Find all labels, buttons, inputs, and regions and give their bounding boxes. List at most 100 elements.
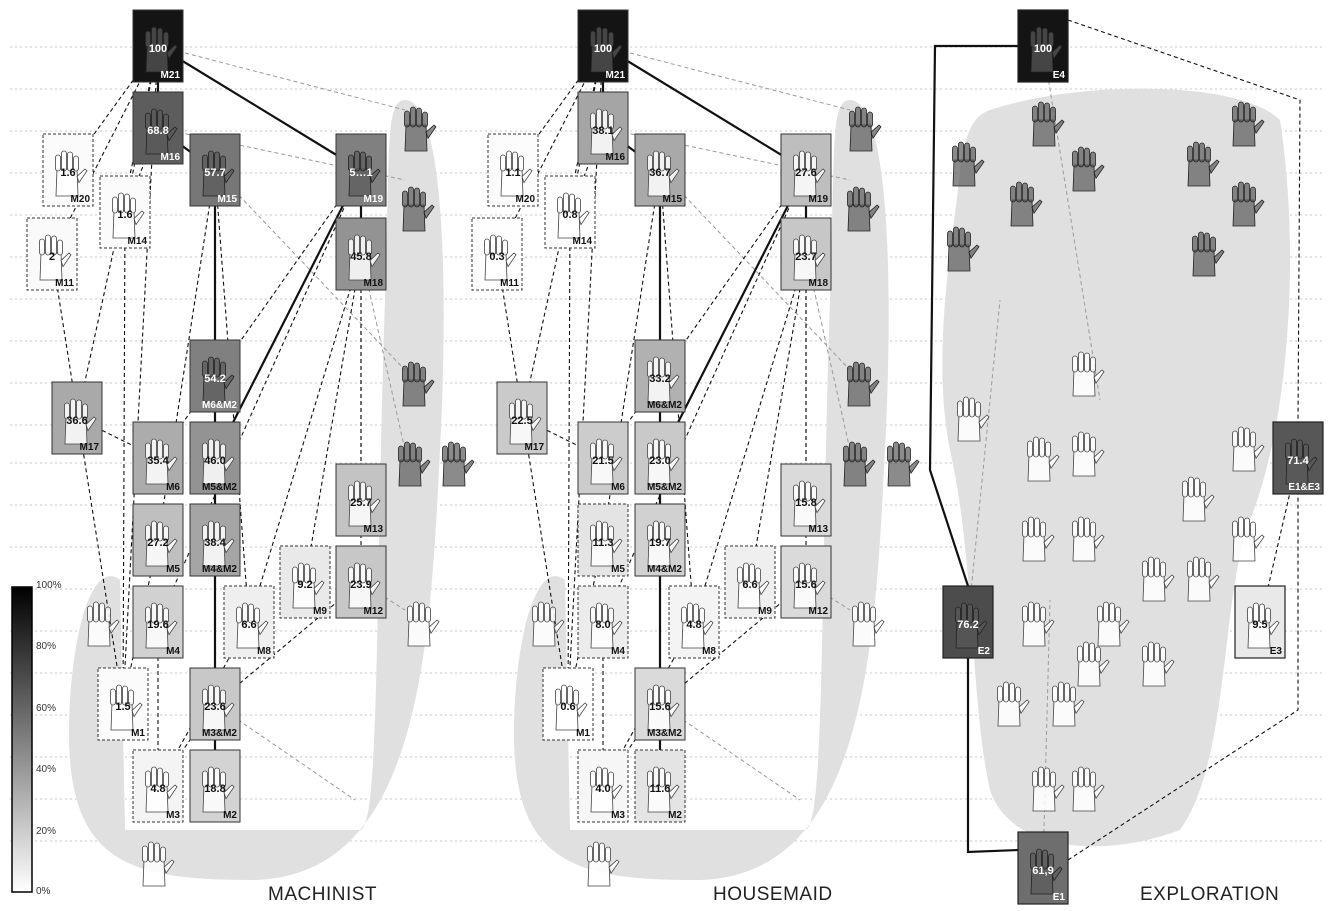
hand-icon <box>145 602 178 649</box>
hand-icon <box>849 106 882 152</box>
node-value: 19.6 <box>147 619 168 631</box>
hand-icon <box>590 108 623 155</box>
node-value: 33.2 <box>649 373 670 385</box>
hand-icon <box>55 150 88 197</box>
node-value: 2 <box>49 251 55 263</box>
node-e1e3: 71.4E1&E3 <box>1272 421 1324 495</box>
node-value: 1.6 <box>60 167 75 179</box>
hand-icon <box>957 396 990 442</box>
node-value: 23.7 <box>795 251 816 263</box>
node-value: 76.2 <box>957 619 978 631</box>
hand-icon <box>1247 602 1280 649</box>
node-value: 36.7 <box>649 167 670 179</box>
node-m6: 21.5M6 <box>577 421 629 495</box>
node-value: 61,9 <box>1032 865 1053 877</box>
hand-icon <box>348 562 381 609</box>
hand-icon <box>997 681 1030 727</box>
hand-icon <box>847 361 880 407</box>
hand-icon <box>647 520 680 567</box>
node-label: M1 <box>131 728 145 739</box>
node-e3: 9.5E3 <box>1234 585 1286 659</box>
node-label: M4&M2 <box>202 564 237 575</box>
node-value: 46.0 <box>204 455 225 467</box>
hand-icon <box>1030 26 1063 73</box>
hand-icon <box>145 438 178 485</box>
dashed-connector <box>602 169 807 623</box>
node-value: 21.5 <box>592 455 613 467</box>
nodes: 100M2138.1M1636.7M1527.6M1923.7M181.1M20… <box>471 9 832 823</box>
dashed-connector <box>157 169 362 459</box>
node-m1: 0.6M1 <box>542 667 594 741</box>
hand-icon <box>793 234 826 281</box>
hand-icon <box>202 766 235 813</box>
node-value: 4.0 <box>595 783 610 795</box>
hand-icon <box>1192 231 1225 277</box>
node-label: M8 <box>257 646 271 657</box>
hand-icon <box>1052 681 1085 727</box>
node-value: 25.7 <box>350 497 371 509</box>
node-value: 6.6 <box>742 579 757 591</box>
node-label: M13 <box>364 524 384 535</box>
node-label: M17 <box>525 442 545 453</box>
hand-icon <box>587 841 620 887</box>
hand-icon <box>647 356 680 403</box>
hand-icon <box>955 602 988 649</box>
node-label: M5 <box>166 564 180 575</box>
node-label: M14 <box>573 236 593 247</box>
node-label: M9 <box>313 606 327 617</box>
dashed-connector <box>602 169 807 459</box>
node-value: 11.6 <box>650 783 671 795</box>
solid-connector <box>966 622 1019 854</box>
light-connector <box>967 299 1001 623</box>
node-m5m2: 46.0M5&M2 <box>189 421 241 495</box>
hand-icon <box>1232 181 1265 227</box>
node-label: M5&M2 <box>647 482 682 493</box>
node-label: M16 <box>161 152 181 163</box>
node-label: E2 <box>978 646 991 657</box>
node-label: M21 <box>161 70 181 81</box>
node-m4m2: 19.7M4&M2 <box>634 503 686 577</box>
node-value: 71.4 <box>1287 455 1309 467</box>
background-bands <box>68 88 1290 880</box>
hand-icon <box>145 26 178 73</box>
hand-icon <box>557 192 590 239</box>
dashed-connector <box>248 253 362 623</box>
nodes: 100M2168.8M1657.7M155…1M1945.8M181.6M201… <box>26 9 387 823</box>
node-label: M8 <box>702 646 716 657</box>
hand-icon <box>1285 438 1318 485</box>
node-label: M21 <box>606 70 626 81</box>
node-m8: 6.6M8 <box>223 585 275 659</box>
panel-housemaid: 100M2138.1M1636.7M1527.6M1923.7M181.1M20… <box>471 9 920 887</box>
node-value: 6.6 <box>241 619 256 631</box>
node-value: 15.8 <box>795 497 816 509</box>
node-e1: 61,9E1 <box>1017 831 1069 905</box>
node-e2: 76.2E2 <box>942 585 994 659</box>
hand-icon <box>590 26 623 73</box>
node-label: M5&M2 <box>202 482 237 493</box>
light-connector <box>659 169 851 371</box>
hand-icon <box>843 441 876 487</box>
hand-icon <box>145 520 178 567</box>
node-value: 9.2 <box>297 579 312 591</box>
node-label: M18 <box>364 278 384 289</box>
node-label: M1 <box>576 728 590 739</box>
dashed-connector <box>693 253 807 623</box>
hand-icon <box>887 441 920 487</box>
hand-icon <box>509 398 542 445</box>
intensity-scale-bar <box>11 586 33 893</box>
hand-icon <box>1032 766 1065 812</box>
hand-icon <box>142 841 175 887</box>
dashed-connector <box>1067 494 1299 861</box>
hand-icon <box>1187 556 1220 602</box>
hand-icon <box>398 441 431 487</box>
